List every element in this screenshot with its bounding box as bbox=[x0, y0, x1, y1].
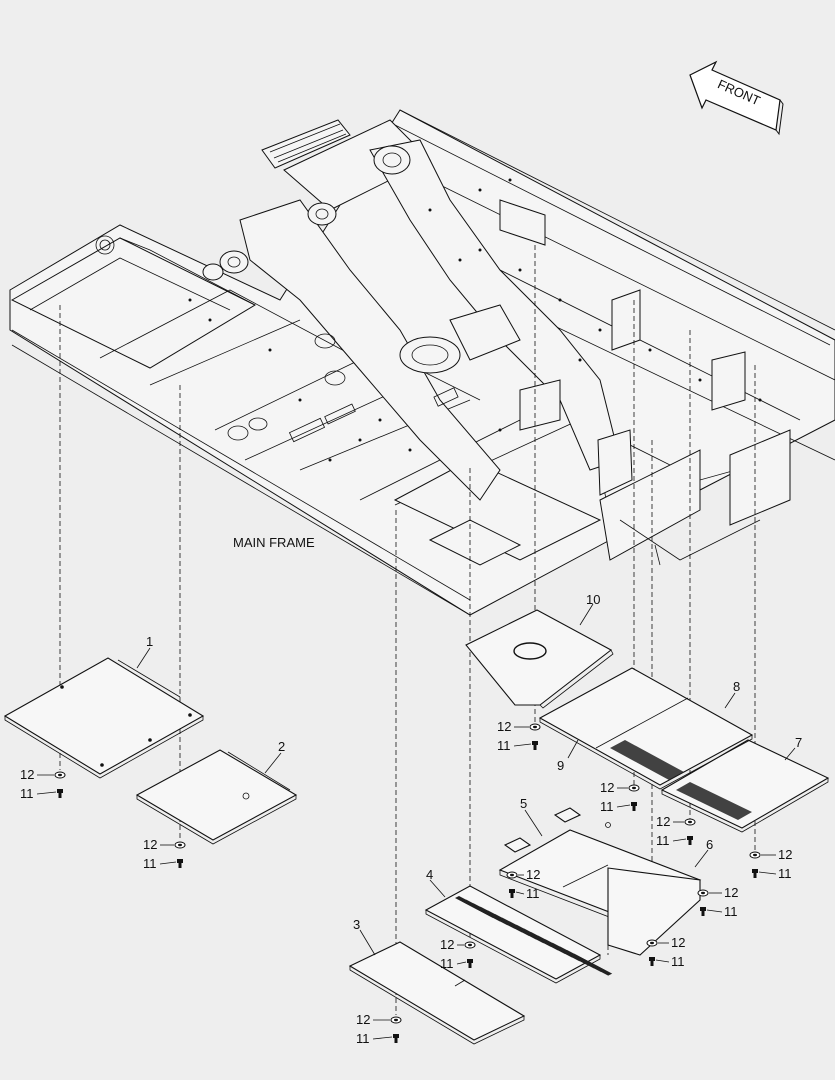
bolt-label-11: 11 bbox=[440, 956, 454, 971]
bolt-shank-icon bbox=[394, 1038, 398, 1043]
plate-7-grill bbox=[676, 782, 752, 820]
part-label-5: 5 bbox=[520, 796, 527, 811]
cover-plate-10 bbox=[465, 609, 614, 709]
main-frame: MAIN FRAME bbox=[9, 109, 835, 616]
bolt-label-11: 11 bbox=[356, 1031, 370, 1046]
leader-line bbox=[655, 959, 670, 963]
washer-hole bbox=[510, 873, 514, 877]
washer-label-12: 12 bbox=[671, 935, 685, 950]
leader-line bbox=[456, 961, 467, 965]
bolt-head-icon bbox=[467, 959, 473, 963]
bolt-head-icon bbox=[393, 1034, 399, 1038]
plate-9-grill bbox=[610, 740, 684, 780]
part-label-8: 8 bbox=[733, 679, 740, 694]
label-leaders bbox=[136, 603, 796, 956]
leader-line bbox=[372, 1036, 393, 1040]
washer-label-12: 12 bbox=[724, 885, 738, 900]
part-label-3: 3 bbox=[353, 917, 360, 932]
bolt-head-icon bbox=[649, 957, 655, 961]
bolt-shank-icon bbox=[533, 745, 537, 750]
part-label-9: 9 bbox=[557, 758, 564, 773]
plate-4-slots bbox=[455, 896, 613, 976]
cover-plate-4 bbox=[424, 885, 613, 984]
bolt-shank-icon bbox=[632, 806, 636, 811]
bolt-head-icon bbox=[177, 859, 183, 863]
bolt-label-11: 11 bbox=[143, 856, 157, 871]
part-label-6: 6 bbox=[706, 837, 713, 852]
bolt-shank-icon bbox=[468, 963, 472, 968]
washer-hole bbox=[632, 786, 636, 790]
washer-label-12: 12 bbox=[600, 780, 614, 795]
bolt-shank-icon bbox=[510, 893, 514, 898]
cover-plate-1 bbox=[3, 657, 205, 779]
bolt-shank-icon bbox=[753, 873, 757, 878]
washer-hole bbox=[688, 820, 692, 824]
bolt-head-icon bbox=[752, 869, 758, 873]
washer-label-12: 12 bbox=[778, 847, 792, 862]
bolt-label-11: 11 bbox=[656, 833, 670, 848]
fasteners bbox=[54, 723, 761, 1043]
washer-label-12: 12 bbox=[356, 1012, 370, 1027]
cover-plate-3 bbox=[348, 941, 526, 1045]
cover-plate-2 bbox=[135, 749, 298, 845]
bolt-head-icon bbox=[532, 741, 538, 745]
leader-line bbox=[36, 791, 57, 795]
fastener-labels: 12 11 12 11 12 11 12 11 12 11 12 11 12 11 12 11 12 11 12 11… bbox=[20, 719, 792, 1046]
boom-foot bbox=[202, 119, 746, 501]
leader-line bbox=[758, 871, 777, 875]
washer-label-12: 12 bbox=[497, 719, 511, 734]
bolt-label-11: 11 bbox=[600, 799, 614, 814]
bolt-head-icon bbox=[631, 802, 637, 806]
part-label-10: 10 bbox=[586, 592, 600, 607]
washer-label-12: 12 bbox=[656, 814, 670, 829]
leader-line bbox=[706, 909, 723, 913]
part-label-1: 1 bbox=[146, 634, 153, 649]
part-labels: 1 2 3 4 5 6 7 8 9 10 bbox=[146, 592, 802, 932]
front-arrow: FRONT bbox=[689, 60, 784, 136]
bolt-shank-icon bbox=[650, 961, 654, 966]
washer-hole bbox=[533, 725, 537, 729]
washer-hole bbox=[394, 1018, 398, 1022]
washer-hole bbox=[58, 773, 62, 777]
washer-label-12: 12 bbox=[440, 937, 454, 952]
bolt-shank-icon bbox=[688, 840, 692, 845]
bolt-shank-icon bbox=[701, 911, 705, 916]
washer-hole bbox=[468, 943, 472, 947]
washer-hole bbox=[650, 941, 654, 945]
bolt-head-icon bbox=[509, 889, 515, 893]
part-label-2: 2 bbox=[278, 739, 285, 754]
plate-10-hole bbox=[513, 642, 547, 660]
washer-hole bbox=[701, 891, 705, 895]
part-label-4: 4 bbox=[426, 867, 433, 882]
bolt-label-11: 11 bbox=[526, 886, 540, 901]
washer-label-12: 12 bbox=[143, 837, 157, 852]
leader-line bbox=[616, 804, 631, 808]
bolt-label-11: 11 bbox=[497, 738, 511, 753]
washer-hole bbox=[178, 843, 182, 847]
washer-hole bbox=[753, 853, 757, 857]
leader-line bbox=[513, 743, 532, 747]
washer-label-12: 12 bbox=[20, 767, 34, 782]
bolt-label-11: 11 bbox=[671, 954, 685, 969]
leader-line bbox=[515, 891, 525, 895]
leader-line bbox=[159, 861, 177, 865]
main-frame-label: MAIN FRAME bbox=[233, 535, 315, 550]
bolt-head-icon bbox=[700, 907, 706, 911]
bolt-label-11: 11 bbox=[778, 866, 792, 881]
cover-plate-6 bbox=[607, 867, 701, 956]
bolt-shank-icon bbox=[58, 793, 62, 798]
bolt-label-11: 11 bbox=[724, 904, 738, 919]
leader-line bbox=[672, 838, 687, 842]
bolt-label-11: 11 bbox=[20, 786, 34, 801]
slot bbox=[570, 953, 613, 976]
bolt-head-icon bbox=[687, 836, 693, 840]
bolt-head-icon bbox=[57, 789, 63, 793]
bolt-shank-icon bbox=[178, 863, 182, 868]
washer-label-12: 12 bbox=[526, 867, 540, 882]
cover-plate-8 bbox=[538, 667, 754, 790]
part-label-7: 7 bbox=[795, 735, 802, 750]
